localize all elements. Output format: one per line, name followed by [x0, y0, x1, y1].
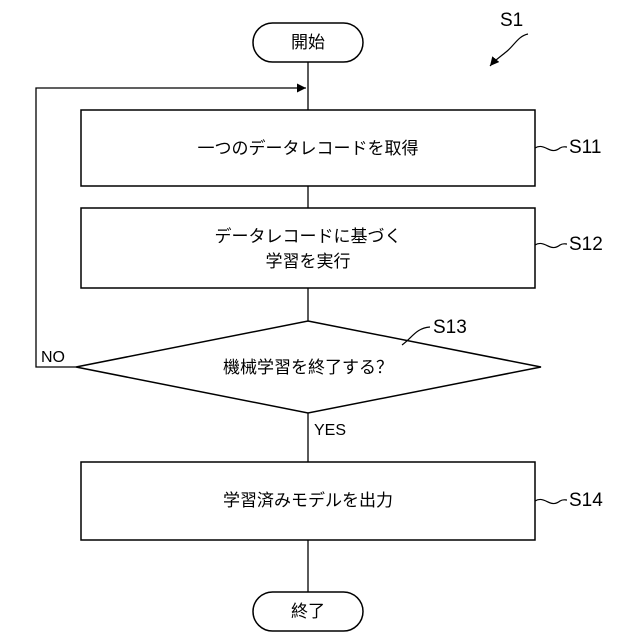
process-box-s12	[81, 208, 535, 288]
ref-label-s11: S11	[569, 137, 601, 158]
ref-leader-s12	[535, 243, 567, 247]
start-terminal-label: 開始	[291, 33, 325, 52]
decision-yes-label: YES	[314, 422, 346, 439]
process-box-s14-label: 学習済みモデルを出力	[223, 490, 393, 510]
end-terminal-label: 終了	[291, 602, 325, 621]
ref-label-s12: S12	[569, 234, 603, 255]
process-box-s12-line-1: データレコードに基づく	[215, 226, 402, 246]
ref-label-s14: S14	[569, 490, 603, 511]
decision-s13-label: 機械学習を終了する？	[223, 358, 393, 377]
process-box-s11-label: 一つのデータレコードを取得	[198, 138, 419, 158]
ref-leader-s14	[535, 499, 567, 503]
ref-label-s13: S13	[433, 317, 467, 338]
figure-label-arrow	[490, 34, 528, 66]
ref-leader-s11	[535, 146, 567, 150]
decision-no-label: NO	[41, 349, 65, 366]
process-box-s12-line-2: 学習を実行	[266, 252, 351, 271]
figure-label: S1	[500, 10, 523, 31]
